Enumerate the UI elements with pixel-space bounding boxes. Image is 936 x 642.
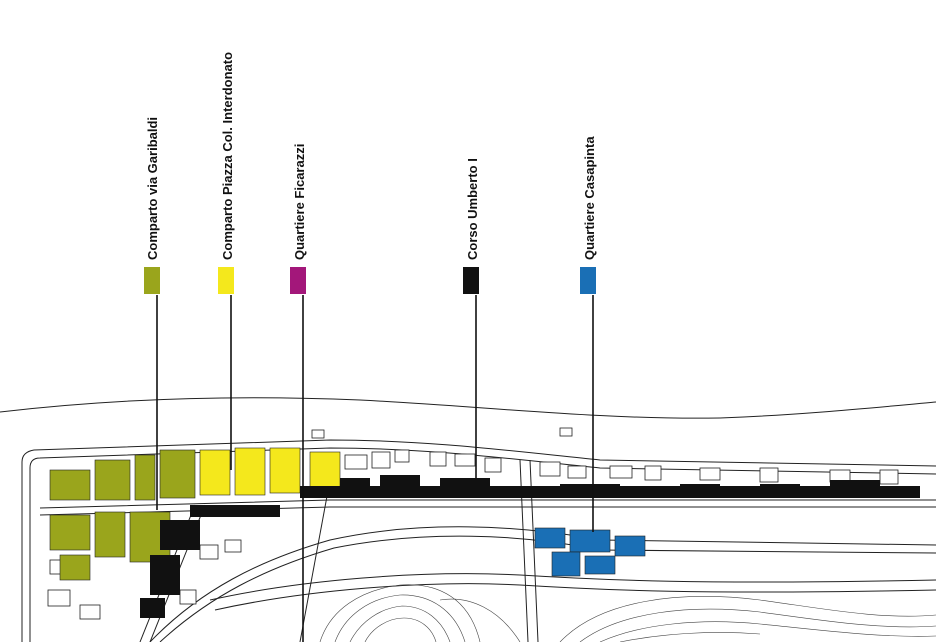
legend-item-casapinta: Quartiere Casapinta bbox=[580, 136, 597, 294]
legend-swatch-interdonato bbox=[218, 267, 234, 294]
zone-interdonato bbox=[199, 447, 341, 496]
legend-item-umberto: Corso Umberto I bbox=[463, 158, 480, 294]
legend-label-casapinta: Quartiere Casapinta bbox=[582, 136, 597, 260]
coastline bbox=[0, 397, 936, 419]
legend-swatch-casapinta bbox=[580, 267, 596, 294]
legend-item-ficarazzi: Quartiere Ficarazzi bbox=[290, 144, 307, 294]
legend-label-umberto: Corso Umberto I bbox=[465, 158, 480, 260]
legend-label-interdonato: Comparto Piazza Col. Interdonato bbox=[220, 52, 235, 260]
legend-item-garibaldi: Comparto via Garibaldi bbox=[144, 117, 160, 294]
legend-swatch-garibaldi bbox=[144, 267, 160, 294]
contour-lines bbox=[319, 584, 936, 642]
legend: Comparto via Garibaldi Comparto Piazza C… bbox=[144, 52, 597, 294]
legend-leader-lines bbox=[156, 295, 594, 642]
legend-label-garibaldi: Comparto via Garibaldi bbox=[145, 117, 160, 260]
legend-swatch-umberto bbox=[463, 267, 479, 294]
zone-corso-umberto bbox=[140, 475, 920, 618]
legend-label-ficarazzi: Quartiere Ficarazzi bbox=[292, 144, 307, 260]
zone-casapinta bbox=[534, 527, 646, 577]
legend-swatch-ficarazzi bbox=[290, 267, 306, 294]
building-outlines bbox=[47, 427, 899, 620]
legend-item-interdonato: Comparto Piazza Col. Interdonato bbox=[218, 52, 235, 294]
